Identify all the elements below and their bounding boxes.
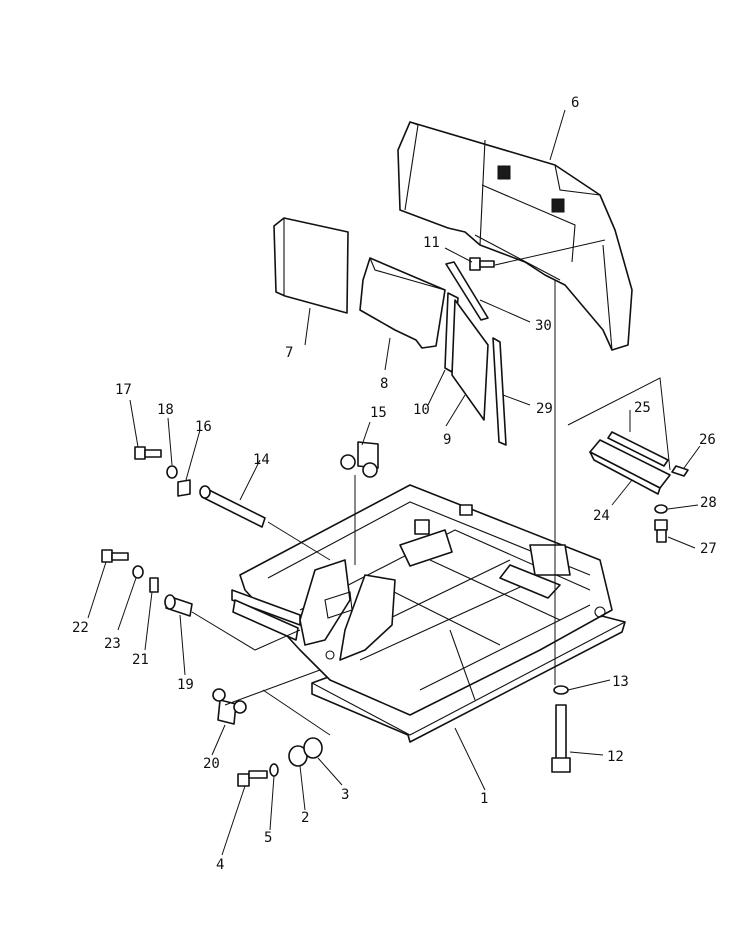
callout-1: 1	[480, 791, 488, 807]
callout-6: 6	[571, 95, 579, 111]
part-22-bolt	[101, 549, 129, 563]
part-30-seal	[445, 261, 489, 321]
callout-24: 24	[593, 508, 610, 524]
part-23-washer	[132, 565, 144, 579]
callout-25: 25	[634, 400, 651, 416]
part-9-panel	[451, 299, 489, 421]
part-27-bolt	[654, 519, 668, 543]
part-24-bracket	[589, 439, 671, 495]
part-6-rear-cover	[397, 121, 633, 351]
callout-14: 14	[253, 452, 270, 468]
part-11-bolt	[469, 257, 495, 271]
callout-18: 18	[157, 402, 174, 418]
part-21-lock-plate	[149, 577, 159, 593]
callout-23: 23	[104, 636, 121, 652]
callout-4: 4	[216, 857, 224, 873]
callout-30: 30	[535, 318, 552, 334]
part-4-bolt	[237, 770, 268, 787]
part-3-cap	[303, 737, 323, 759]
callout-8: 8	[380, 376, 388, 392]
callout-9: 9	[443, 432, 451, 448]
callout-26: 26	[699, 432, 716, 448]
callout-16: 16	[195, 419, 212, 435]
part-19-pin	[164, 594, 193, 617]
callout-15: 15	[370, 405, 387, 421]
part-14-pin	[199, 485, 266, 528]
callout-3: 3	[341, 787, 349, 803]
part-28-washer	[654, 504, 668, 514]
callout-20: 20	[203, 756, 220, 772]
part-25-strip	[607, 431, 669, 467]
part-1-main-frame	[231, 484, 626, 743]
callout-28: 28	[700, 495, 717, 511]
part-5-washer	[269, 763, 279, 777]
callout-12: 12	[607, 749, 624, 765]
part-8-plate	[359, 257, 446, 349]
part-7-side-panel	[273, 217, 349, 314]
callout-17: 17	[115, 382, 132, 398]
callout-13: 13	[612, 674, 629, 690]
part-15-washer-set	[340, 441, 379, 478]
callout-7: 7	[285, 345, 293, 361]
part-18-washer	[166, 465, 178, 479]
leader-lines	[87, 109, 701, 856]
part-13-washer	[553, 685, 569, 695]
callout-5: 5	[264, 830, 272, 846]
part-17-bolt	[134, 446, 162, 460]
part-26-clip	[671, 465, 689, 477]
callout-27: 27	[700, 541, 717, 557]
callout-29: 29	[536, 401, 553, 417]
callout-labels: 1 2 3 4 5 6 7 8 9 10 11 12 13 14 15 16 1…	[72, 95, 717, 873]
bracket-group-outline	[567, 377, 671, 471]
part-12-long-bolt	[551, 704, 571, 773]
callout-22: 22	[72, 620, 89, 636]
part-20-washer-set	[212, 688, 247, 725]
part-16-lock-plate	[177, 479, 191, 497]
callout-21: 21	[132, 652, 149, 668]
callout-2: 2	[301, 810, 309, 826]
callout-19: 19	[177, 677, 194, 693]
part-29-strip	[492, 337, 507, 446]
callout-11: 11	[423, 235, 440, 251]
callout-10: 10	[413, 402, 430, 418]
